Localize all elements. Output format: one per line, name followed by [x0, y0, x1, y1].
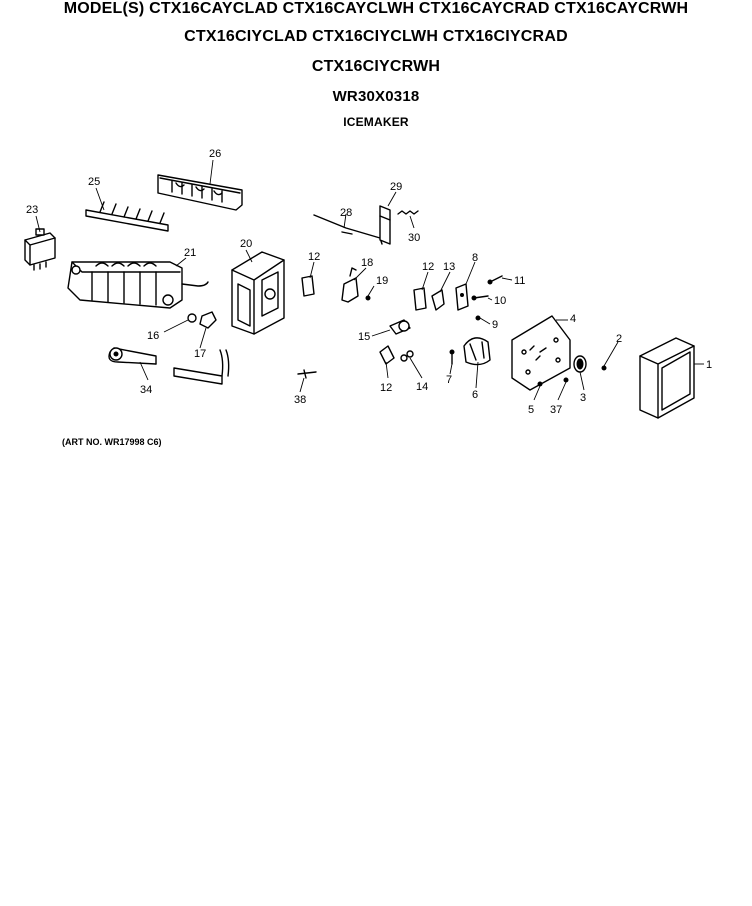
callout-16: 16 — [147, 330, 159, 342]
part-1-front-cover — [639, 337, 695, 419]
callout-11: 11 — [514, 275, 525, 287]
part-18-lever — [341, 267, 359, 303]
part-5-screw — [537, 381, 543, 387]
callout-5: 5 — [528, 404, 534, 416]
callout-1: 1 — [706, 359, 712, 371]
part-38-clip — [297, 369, 317, 379]
assembly-name: ICEMAKER — [343, 115, 409, 129]
callout-6: 6 — [472, 389, 478, 401]
part-28-arm — [313, 214, 383, 245]
part-29-bracket — [379, 205, 391, 245]
part-30-spring — [397, 210, 419, 215]
callout-30: 30 — [408, 232, 420, 244]
model-list-line-3: CTX16CIYCRWH — [311, 58, 441, 75]
part-12-cam-c — [379, 345, 395, 365]
callout-28: 28 — [340, 207, 352, 219]
callout-3: 3 — [580, 392, 586, 404]
callout-26: 26 — [209, 148, 221, 160]
callout-12c: 12 — [380, 382, 392, 394]
model-list-line-1: MODEL(S) CTX16CAYCLAD CTX16CAYCLWH CTX16… — [63, 0, 689, 17]
part-2-screw — [601, 365, 607, 371]
callout-14: 14 — [416, 381, 428, 393]
part-25-ejector — [85, 201, 169, 232]
part-37-screw — [563, 377, 569, 383]
part-26-cover — [157, 174, 243, 211]
callout-38: 38 — [294, 394, 306, 406]
callout-20: 20 — [240, 238, 252, 250]
part-23-thermostat — [24, 228, 56, 271]
callout-15: 15 — [358, 331, 370, 343]
callout-9: 9 — [492, 319, 498, 331]
part-17-coupler — [199, 311, 217, 329]
callout-12a: 12 — [308, 251, 320, 263]
callout-23: 23 — [26, 204, 38, 216]
part-3-fan — [573, 355, 587, 373]
model-list-line-2: CTX16CIYCLAD CTX16CIYCLWH CTX16CIYCRAD — [184, 28, 568, 45]
callout-18: 18 — [361, 257, 373, 269]
callout-17: 17 — [194, 348, 206, 360]
part-13-switch — [431, 289, 445, 311]
callout-13: 13 — [443, 261, 455, 273]
part-12-cam-a — [301, 275, 315, 297]
part-15-switch — [389, 319, 411, 335]
part-19-screw — [365, 295, 371, 301]
callout-29: 29 — [390, 181, 402, 193]
callout-8: 8 — [472, 252, 478, 264]
part-6-motor — [463, 337, 491, 366]
callout-12b: 12 — [422, 261, 434, 273]
callout-37: 37 — [550, 404, 562, 416]
part-16-bearing — [187, 313, 197, 323]
callout-25: 25 — [88, 176, 100, 188]
art-number: (ART NO. WR17998 C6) — [62, 437, 162, 447]
callout-19: 19 — [376, 275, 388, 287]
part-strip — [173, 367, 223, 385]
callout-7: 7 — [446, 374, 452, 386]
leader-lines — [35, 159, 704, 401]
part-34-heater — [108, 347, 157, 365]
callout-34: 34 — [140, 384, 152, 396]
callout-10: 10 — [494, 295, 506, 307]
part-9-screw — [475, 315, 481, 321]
callout-21: 21 — [184, 247, 196, 259]
part-14-fitting — [400, 350, 414, 362]
part-12-cam-b — [413, 287, 427, 311]
part-20-housing — [231, 251, 285, 335]
callout-2: 2 — [616, 333, 622, 345]
part-number: WR30X0318 — [332, 88, 420, 105]
callout-4: 4 — [570, 313, 576, 325]
part-4-mounting-plate — [511, 315, 571, 391]
part-21-mold — [67, 261, 209, 309]
